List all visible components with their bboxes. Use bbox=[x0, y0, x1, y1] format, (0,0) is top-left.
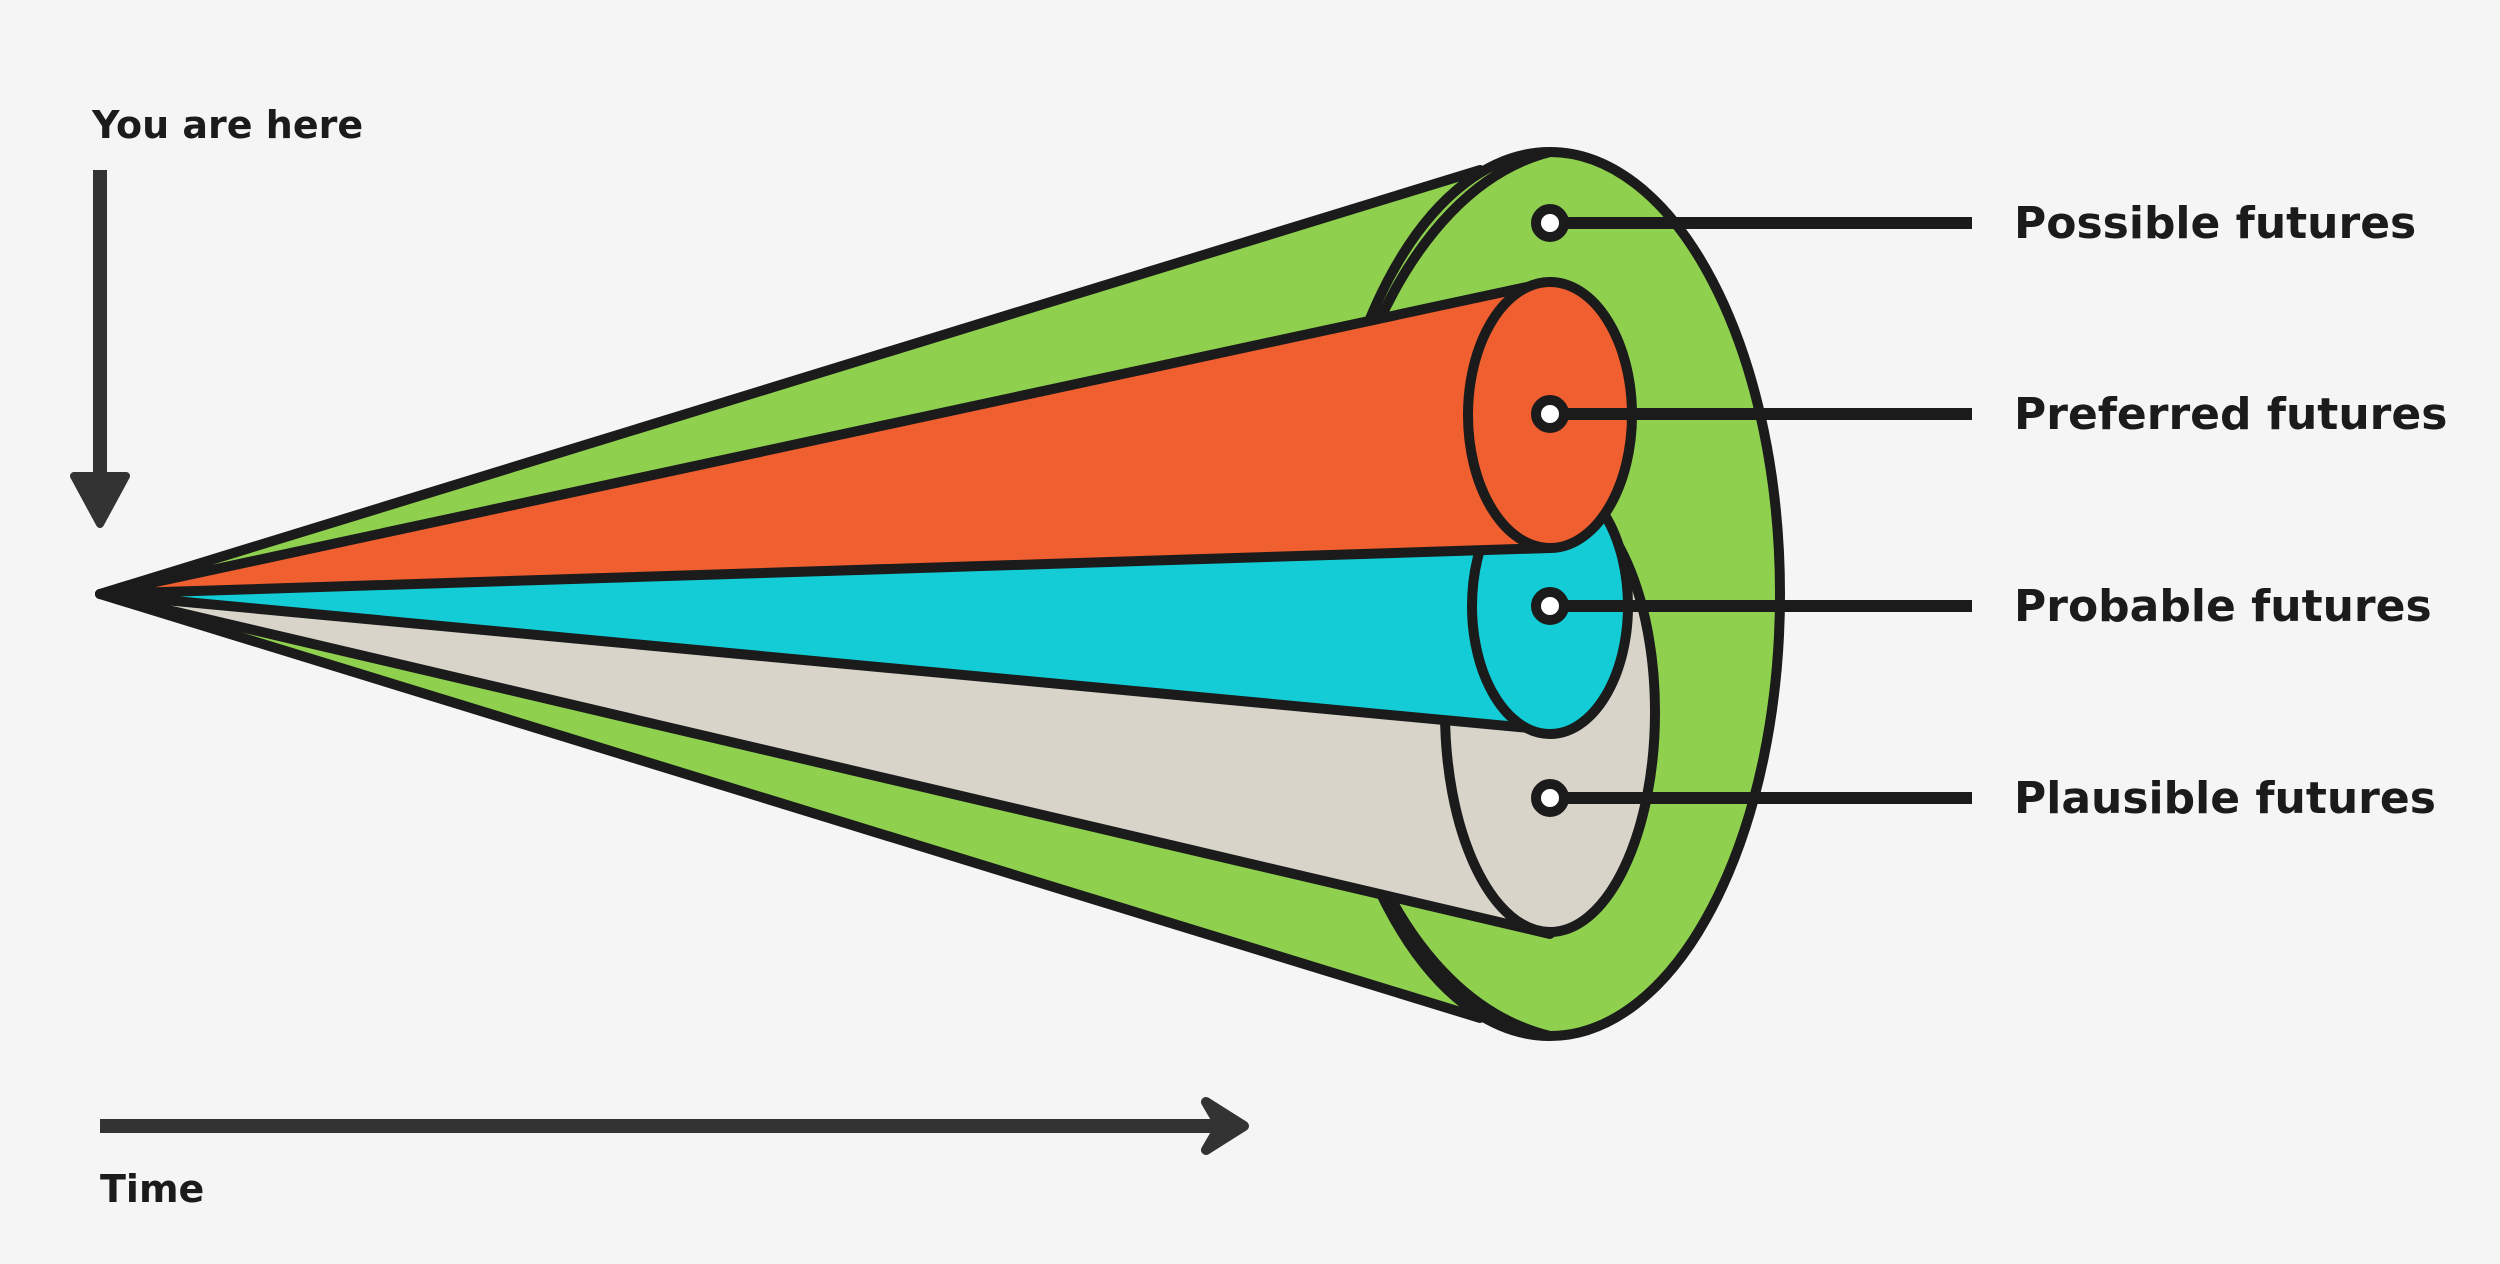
plausible-futures-label: Plausible futures bbox=[2014, 773, 2436, 824]
possible-futures-label: Possible futures bbox=[2014, 198, 2416, 249]
you-are-here-arrow-icon bbox=[70, 170, 130, 528]
probable-futures-label: Probable futures bbox=[2014, 581, 2432, 632]
time-arrow-icon bbox=[100, 1097, 1249, 1155]
plausible-futures-callout: Plausible futures bbox=[1531, 773, 2436, 824]
possible-futures-callout: Possible futures bbox=[1531, 198, 2416, 249]
preferred-futures-cone bbox=[95, 277, 1637, 599]
preferred-futures-label: Preferred futures bbox=[2014, 389, 2447, 440]
you-are-here-label: You are here bbox=[91, 103, 363, 147]
preferred-futures-cone-body bbox=[95, 277, 1555, 599]
probable-futures-callout: Probable futures bbox=[1531, 581, 2432, 632]
time-label: Time bbox=[100, 1167, 204, 1211]
preferred-futures-callout: Preferred futures bbox=[1531, 389, 2447, 440]
